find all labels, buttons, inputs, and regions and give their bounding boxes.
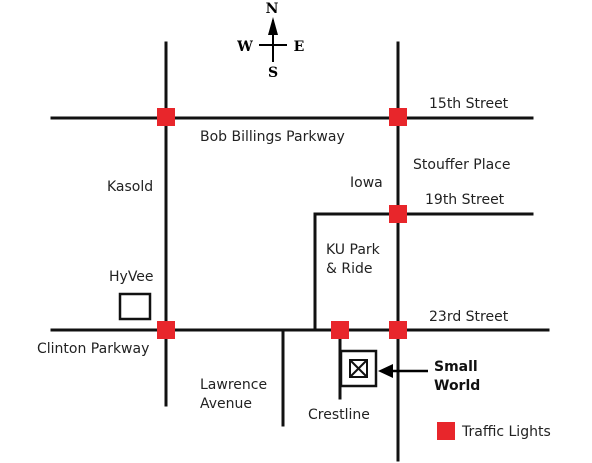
- traffic-light-icon: [389, 205, 407, 223]
- compass-rose: N S E W: [236, 1, 304, 81]
- label-bob-billings-parkway: Bob Billings Parkway: [200, 129, 345, 145]
- hyvee-building-icon: [118, 292, 152, 321]
- compass-north-label: N: [266, 1, 279, 17]
- traffic-light-icon: [389, 321, 407, 339]
- label-small-world-wrap: Small World: [434, 359, 481, 394]
- label-hyvee: HyVee: [109, 269, 154, 285]
- label-lawrence-avenue-wrap: Lawrence Avenue: [200, 377, 268, 412]
- label-kasold: Kasold: [107, 179, 153, 195]
- traffic-light-icon: [389, 108, 407, 126]
- label-iowa: Iowa: [350, 175, 383, 191]
- label-ku-park-wrap: KU Park & Ride: [326, 242, 380, 277]
- label-23rd-street: 23rd Street: [429, 309, 509, 325]
- label-19th-street: 19th Street: [425, 192, 505, 208]
- label-lawrence-avenue: Lawrence Avenue: [200, 377, 268, 412]
- small-world-arrow-icon: [378, 364, 428, 378]
- label-ku-park-and-ride: KU Park & Ride: [326, 242, 380, 277]
- compass-west-label: W: [236, 39, 253, 55]
- label-15th-street: 15th Street: [429, 96, 509, 112]
- label-crestline: Crestline: [308, 407, 370, 423]
- legend: Traffic Lights: [437, 422, 551, 440]
- label-stouffer-place: Stouffer Place: [413, 157, 511, 173]
- traffic-lights: [157, 108, 407, 339]
- compass-south-label: S: [268, 65, 278, 81]
- traffic-light-icon: [331, 321, 349, 339]
- label-small-world: Small World: [434, 359, 481, 394]
- north-arrow-icon: [268, 17, 278, 35]
- compass-east-label: E: [294, 39, 305, 55]
- small-world-building-icon: [339, 349, 378, 388]
- traffic-light-icon: [157, 321, 175, 339]
- legend-label: Traffic Lights: [461, 424, 551, 440]
- legend-traffic-light-icon: [437, 422, 455, 440]
- label-clinton-parkway: Clinton Parkway: [37, 341, 149, 357]
- traffic-light-icon: [157, 108, 175, 126]
